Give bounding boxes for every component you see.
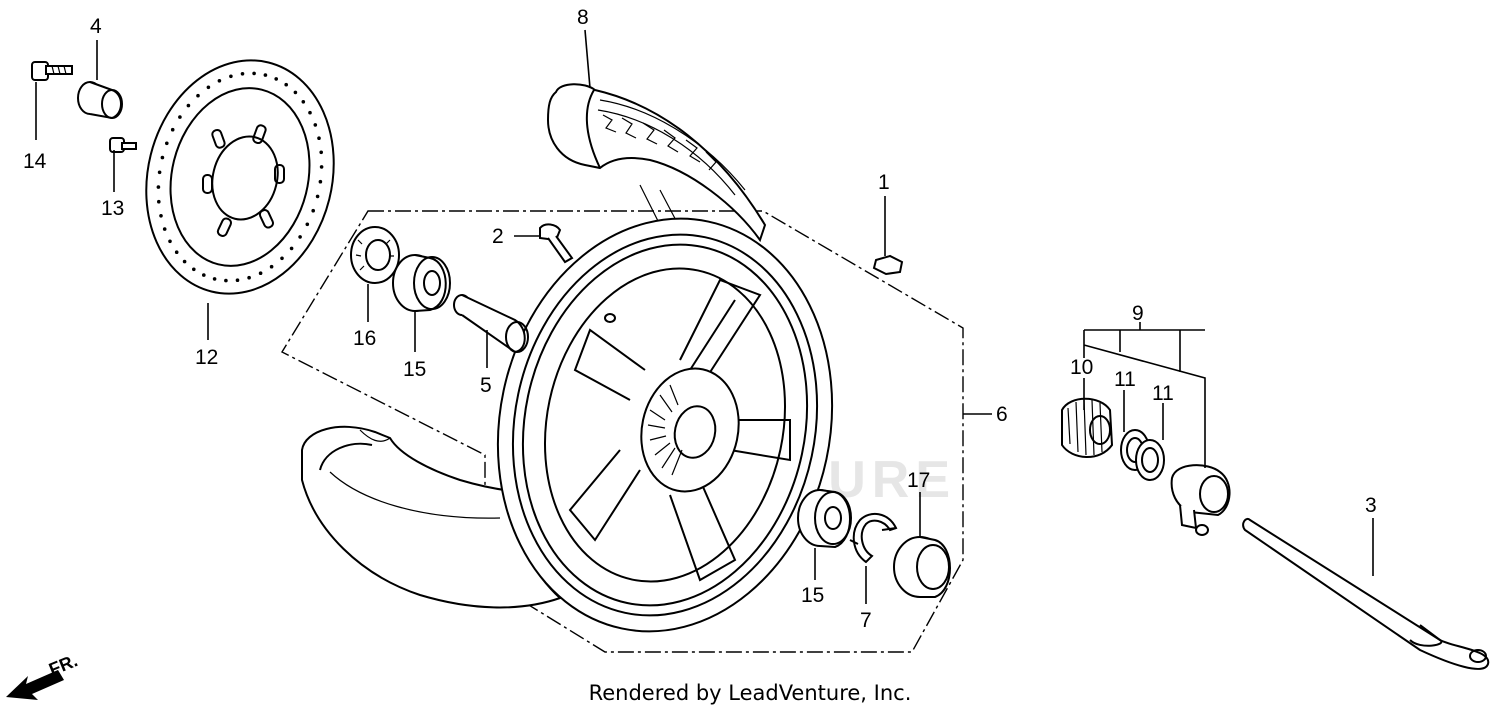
retainer-clip <box>849 512 898 564</box>
disc-hole <box>165 141 169 146</box>
label-17: 17 <box>907 469 930 492</box>
disc-hole <box>162 227 167 231</box>
wheel-rim <box>496 217 834 633</box>
label-6: 6 <box>996 403 1008 426</box>
disc-hole <box>217 79 222 83</box>
disc-hole <box>174 250 179 254</box>
disc-hole <box>289 246 294 251</box>
label-16: 16 <box>353 327 376 350</box>
label-12: 12 <box>195 346 218 369</box>
label-15-left: 15 <box>403 358 426 381</box>
disc-hole <box>178 115 182 119</box>
disc-hole <box>319 165 324 169</box>
tire-upper <box>546 83 767 243</box>
label-11-a: 11 <box>1114 368 1136 391</box>
disc-hole <box>258 271 263 276</box>
disc-hole <box>196 93 200 98</box>
label-7: 7 <box>860 609 872 632</box>
label-9: 9 <box>1132 302 1144 325</box>
disc-hole <box>301 100 306 104</box>
distance-collar <box>453 294 529 354</box>
label-2: 2 <box>492 225 504 248</box>
disc-hole <box>315 194 320 199</box>
disc-hole <box>252 71 256 76</box>
disc-hole <box>192 267 196 272</box>
disc-hole <box>280 256 284 261</box>
disc-hole <box>263 73 268 77</box>
speedo-washer-b <box>1135 439 1165 481</box>
dust-seal <box>893 536 951 598</box>
leader-lines <box>35 29 1374 604</box>
disc-hole <box>182 259 187 264</box>
disc-hole <box>308 110 312 115</box>
tire-valve <box>539 223 574 264</box>
speedo-gearbox <box>1170 464 1231 536</box>
disc-hole <box>269 264 274 269</box>
valve-small <box>109 137 137 153</box>
disc-hole <box>319 150 324 155</box>
balance-weight <box>872 254 904 276</box>
disc-hole <box>156 185 161 189</box>
label-5: 5 <box>480 374 492 397</box>
label-14: 14 <box>23 150 47 173</box>
disc-hole <box>229 74 233 79</box>
disc-bolt <box>31 61 73 81</box>
disc-hole <box>186 103 191 108</box>
disc-hole <box>305 222 310 227</box>
disc-hole <box>247 275 251 280</box>
bearing-left-15 <box>392 254 451 312</box>
disc-hole <box>311 208 316 213</box>
callout-labels: 8 4 14 13 12 2 1 16 15 5 6 15 7 17 9 10 … <box>23 6 1377 632</box>
disc-hole <box>160 155 165 160</box>
disc-hole <box>224 278 228 283</box>
disc-hole <box>170 127 175 132</box>
disc-hole <box>298 235 302 239</box>
bearing-left-16 <box>350 226 400 284</box>
label-15-right: 15 <box>801 584 824 607</box>
disc-hole <box>206 85 211 90</box>
disc-hole <box>202 273 206 277</box>
label-11-b: 11 <box>1152 382 1174 405</box>
disc-hole <box>313 123 318 127</box>
label-4: 4 <box>90 15 102 38</box>
disc-hole <box>317 136 321 140</box>
disc-hole <box>212 277 217 281</box>
disc-hole <box>159 214 163 218</box>
disc-hole <box>157 199 161 204</box>
disc-hole <box>293 90 298 95</box>
disc-hole <box>284 82 289 87</box>
disc-hole <box>274 77 279 81</box>
front-axle <box>1242 518 1490 670</box>
disc-hole <box>318 179 323 184</box>
label-13: 13 <box>101 197 124 220</box>
disc-holes <box>156 71 324 283</box>
collar <box>77 81 123 120</box>
brake-disc <box>145 59 335 295</box>
speedo-gear <box>1061 397 1114 458</box>
label-10: 10 <box>1070 356 1093 379</box>
disc-hole <box>240 72 245 76</box>
disc-hole <box>168 239 172 244</box>
bearing-right-15 <box>797 489 852 549</box>
footer-credit: Rendered by LeadVenture, Inc. <box>588 681 912 705</box>
label-1: 1 <box>878 171 890 194</box>
disc-hole <box>235 278 240 283</box>
label-3: 3 <box>1365 494 1377 517</box>
assembly-outline <box>281 210 964 653</box>
fr-label: FR. <box>46 650 80 679</box>
label-8: 8 <box>577 6 589 29</box>
disc-hole <box>157 170 162 175</box>
